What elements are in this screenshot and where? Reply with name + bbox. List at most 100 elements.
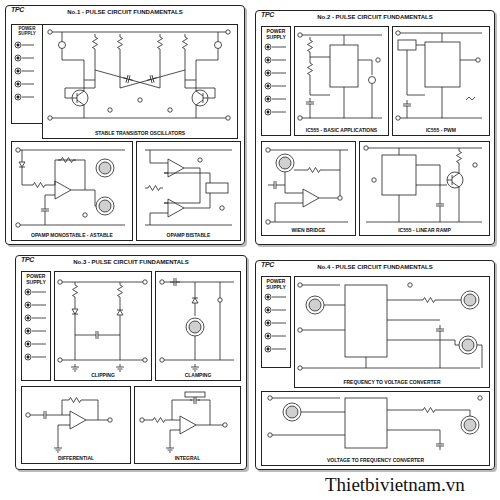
circuit-stroke xyxy=(276,154,294,172)
panel-title: No.3 - PULSE CIRCUIT FUNDAMENTALS xyxy=(72,259,190,266)
circuit-stroke xyxy=(338,196,342,200)
differentiator-circuit xyxy=(26,398,112,453)
circuit-section: OPAMP MONOSTABLE - ASTABLE xyxy=(11,141,133,241)
circuit-stroke xyxy=(267,98,269,100)
circuit-stroke xyxy=(27,330,29,332)
circuit-stroke xyxy=(306,98,314,108)
section-caption: IC555 - BASIC APPLICATIONS xyxy=(305,128,378,134)
circuit-stroke xyxy=(299,189,323,207)
circuit-stroke xyxy=(142,400,225,445)
circuit-stroke xyxy=(58,280,62,284)
circuit-stroke xyxy=(270,398,440,435)
circuit-stroke xyxy=(48,116,52,120)
circuit-stroke xyxy=(265,294,271,300)
brand-logo: TPC xyxy=(261,261,274,268)
circuit-stroke xyxy=(22,97,34,98)
circuit-section: VOLTAGE TO FREQUENCY CONVERTER xyxy=(261,391,490,466)
opamp-monostable-circuit xyxy=(16,148,125,227)
watermark: Thietbivietnam.vn xyxy=(325,474,465,496)
panel-title: No.1 - PULSE CIRCUIT FUNDAMENTALS xyxy=(66,9,184,16)
circuit-stroke xyxy=(108,418,112,422)
circuit-stroke xyxy=(265,44,271,50)
circuit-stroke xyxy=(16,223,20,227)
circuit-stroke xyxy=(118,282,123,300)
circuit-section: STABLE TRANSISTOR OSCILLATORS xyxy=(42,24,238,139)
circuit-stroke xyxy=(59,42,66,49)
circuit-stroke xyxy=(25,302,31,308)
circuit-stroke xyxy=(96,159,114,177)
circuit-stroke xyxy=(218,298,222,302)
circuit-stroke xyxy=(15,68,21,74)
circuit-stroke xyxy=(17,70,19,72)
circuit-stroke xyxy=(459,166,460,222)
circuit-stroke xyxy=(267,348,269,350)
circuit-stroke xyxy=(30,183,48,188)
circuit-stroke xyxy=(366,148,482,222)
circuit-stroke xyxy=(382,155,416,195)
circuit-stroke xyxy=(267,335,269,337)
circuit-stroke xyxy=(22,150,51,185)
circuit-stroke xyxy=(457,148,462,166)
circuit-stroke xyxy=(272,297,286,298)
circuit-stroke xyxy=(160,358,164,362)
circuit-stroke xyxy=(138,98,142,102)
circuit-stroke xyxy=(265,333,271,339)
circuit-stroke xyxy=(41,205,49,215)
circuit-stroke xyxy=(45,160,85,225)
astable-circuit xyxy=(48,30,230,120)
circuit-stroke xyxy=(265,109,271,115)
circuit-stroke xyxy=(83,213,87,217)
power-supply-label: POWER SUPPLY xyxy=(23,274,49,285)
circuit-stroke xyxy=(32,331,46,332)
circuit-stroke xyxy=(25,289,31,295)
circuit-stroke xyxy=(95,70,185,88)
circuit-stroke xyxy=(25,328,31,334)
integrator-circuit xyxy=(140,392,227,452)
circuit-stroke xyxy=(215,42,222,49)
circuit-stroke xyxy=(186,318,204,336)
circuit-stroke xyxy=(266,220,270,224)
circuit-stroke xyxy=(195,282,220,360)
circuit-stroke xyxy=(32,318,46,319)
circuit-stroke xyxy=(265,70,271,76)
circuit-stroke xyxy=(300,35,382,118)
circuit-stroke xyxy=(150,418,168,423)
circuit-stroke xyxy=(265,83,271,89)
circuit-stroke xyxy=(27,317,29,319)
circuit-stroke xyxy=(265,57,271,63)
section-caption: WIEN BRIDGE xyxy=(291,228,327,234)
circuit-stroke xyxy=(455,340,482,368)
circuit-stroke xyxy=(18,150,125,225)
circuit-stroke xyxy=(162,282,234,360)
circuit-stroke xyxy=(40,411,50,419)
power-supply-box: POWER SUPPLY xyxy=(261,26,291,136)
circuit-stroke xyxy=(75,300,76,360)
circuit-stroke xyxy=(118,34,123,52)
circuit-stroke xyxy=(85,190,96,206)
circuit-stroke xyxy=(170,278,180,286)
circuit-stroke xyxy=(330,45,358,87)
circuit-section: INTEGRAL xyxy=(134,386,241,464)
circuit-stroke xyxy=(66,398,84,403)
circuit-stroke xyxy=(466,97,475,100)
circuit-stroke xyxy=(164,199,188,217)
circuit-stroke xyxy=(396,116,400,120)
ic555-pwm-circuit xyxy=(396,31,482,120)
circuit-stroke xyxy=(15,42,21,48)
circuit-stroke xyxy=(265,346,271,352)
circuit-stroke xyxy=(267,46,269,48)
circuit-stroke xyxy=(27,343,29,345)
brand-logo: TPC xyxy=(11,6,24,13)
circuit-stroke xyxy=(396,31,400,35)
circuit-stroke xyxy=(32,344,46,345)
circuit-stroke xyxy=(266,148,270,152)
circuit-stroke xyxy=(198,158,202,162)
power-supply-box: POWER SUPPLY xyxy=(21,271,51,381)
trainer-panel: No.1 - PULSE CIRCUIT FUNDAMENTALSPOWER S… xyxy=(5,5,245,245)
circuit-stroke xyxy=(398,33,482,118)
section-caption: INTEGRAL xyxy=(174,456,202,462)
brand-logo: TPC xyxy=(261,11,274,18)
section-caption: FREQUENCY TO VOLTAGE CONVERTER xyxy=(342,380,441,386)
